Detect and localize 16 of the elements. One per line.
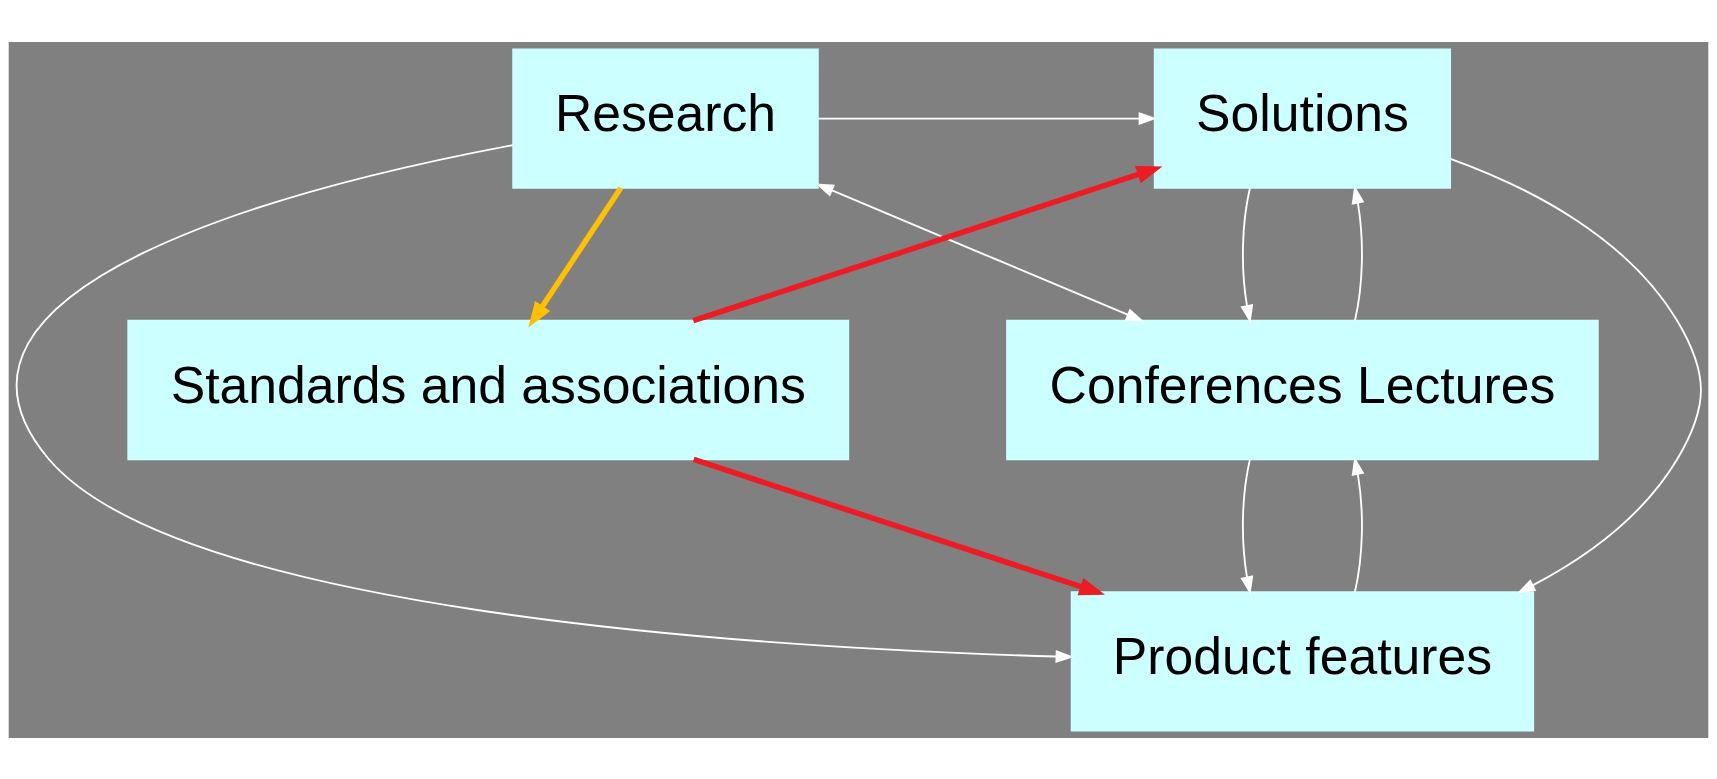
arrow — [1240, 186, 1254, 323]
node-box: Standards and associations — [127, 319, 850, 460]
arrow — [1240, 457, 1254, 595]
node-box: Product features — [1070, 590, 1535, 732]
arrow — [1351, 456, 1365, 593]
arrow — [815, 183, 1145, 322]
node-box: Research — [512, 47, 819, 189]
arrow — [1449, 157, 1702, 593]
arrow — [15, 143, 1075, 663]
node-box: Conferences Lectures — [1006, 319, 1599, 460]
arrow — [816, 111, 1158, 125]
arrow — [528, 186, 624, 328]
arrow — [1351, 184, 1365, 322]
node-box: Solutions — [1153, 47, 1452, 189]
arrow — [692, 456, 1105, 595]
arrow — [692, 165, 1163, 323]
